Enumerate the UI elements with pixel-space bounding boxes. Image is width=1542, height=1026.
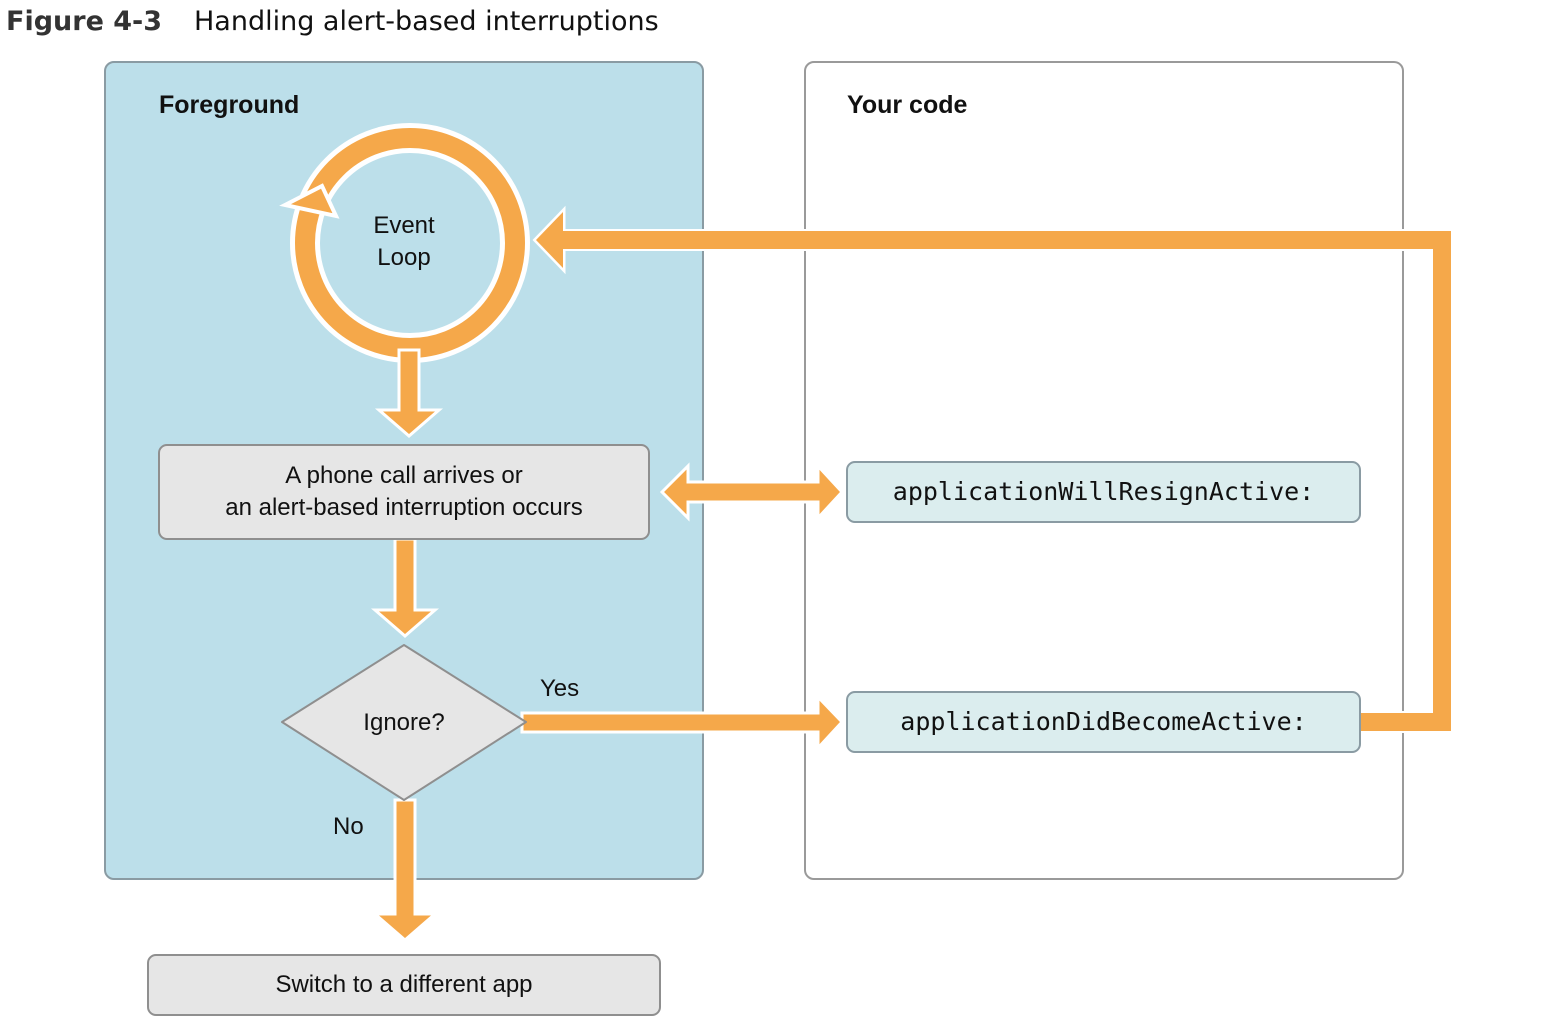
did-become-active-box: applicationDidBecomeActive:	[846, 691, 1361, 753]
arrow-interruption-to-decision	[370, 537, 440, 638]
decision-label: Ignore?	[363, 709, 445, 736]
arrow-interruption-will-resign	[659, 462, 845, 522]
no-label: No	[333, 813, 364, 840]
your-code-panel-title: Your code	[847, 91, 968, 119]
loop-arrowhead	[279, 183, 340, 219]
event-loop-label: Event Loop	[373, 212, 435, 271]
arrow-loop-to-interruption	[374, 348, 444, 438]
figure-number: Figure 4-3	[6, 6, 163, 37]
interruption-box: A phone call arrives or an alert-based i…	[158, 444, 650, 540]
decision-diamond	[281, 644, 527, 801]
switch-app-box: Switch to a different app	[147, 954, 661, 1016]
figure-title: Handling alert-based interruptions	[194, 6, 659, 37]
will-resign-active-box: applicationWillResignActive:	[846, 461, 1361, 523]
yes-label: Yes	[540, 675, 580, 702]
arrow-did-become-to-event-loop	[532, 205, 1453, 733]
arrow-yes-to-did-become	[520, 693, 845, 752]
figure-caption: Figure 4-3 Handling alert-based interrupt…	[6, 4, 659, 40]
event-loop-ring	[279, 123, 530, 363]
foreground-panel-title: Foreground	[159, 91, 300, 119]
arrow-no-to-switch-app	[370, 798, 440, 942]
